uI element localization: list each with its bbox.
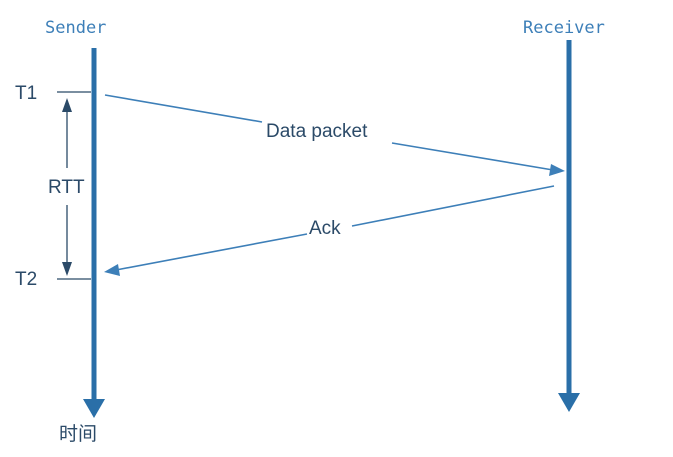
ack-arrow-line-right	[351, 185, 555, 227]
sender-lifeline-arrowhead	[83, 399, 105, 418]
data-packet-label: Data packet	[266, 121, 368, 142]
t2-label: T2	[15, 269, 37, 290]
data-packet-arrowhead	[549, 164, 565, 176]
rtt-label: RTT	[48, 177, 85, 198]
data-packet-arrow-line-right	[391, 142, 554, 171]
t1-label: T1	[15, 83, 37, 104]
ack-arrowhead	[104, 264, 120, 276]
rtt-arrowhead-down	[62, 262, 72, 276]
sender-label: Sender	[45, 18, 106, 38]
data-packet-arrow-line-left	[104, 94, 263, 123]
rtt-arrowhead-up	[62, 98, 72, 112]
time-axis-label: 时间	[59, 423, 97, 445]
receiver-label: Receiver	[523, 18, 605, 38]
ack-label: Ack	[309, 218, 341, 239]
receiver-lifeline-arrowhead	[558, 393, 580, 412]
ack-arrow-line-left	[115, 233, 308, 271]
